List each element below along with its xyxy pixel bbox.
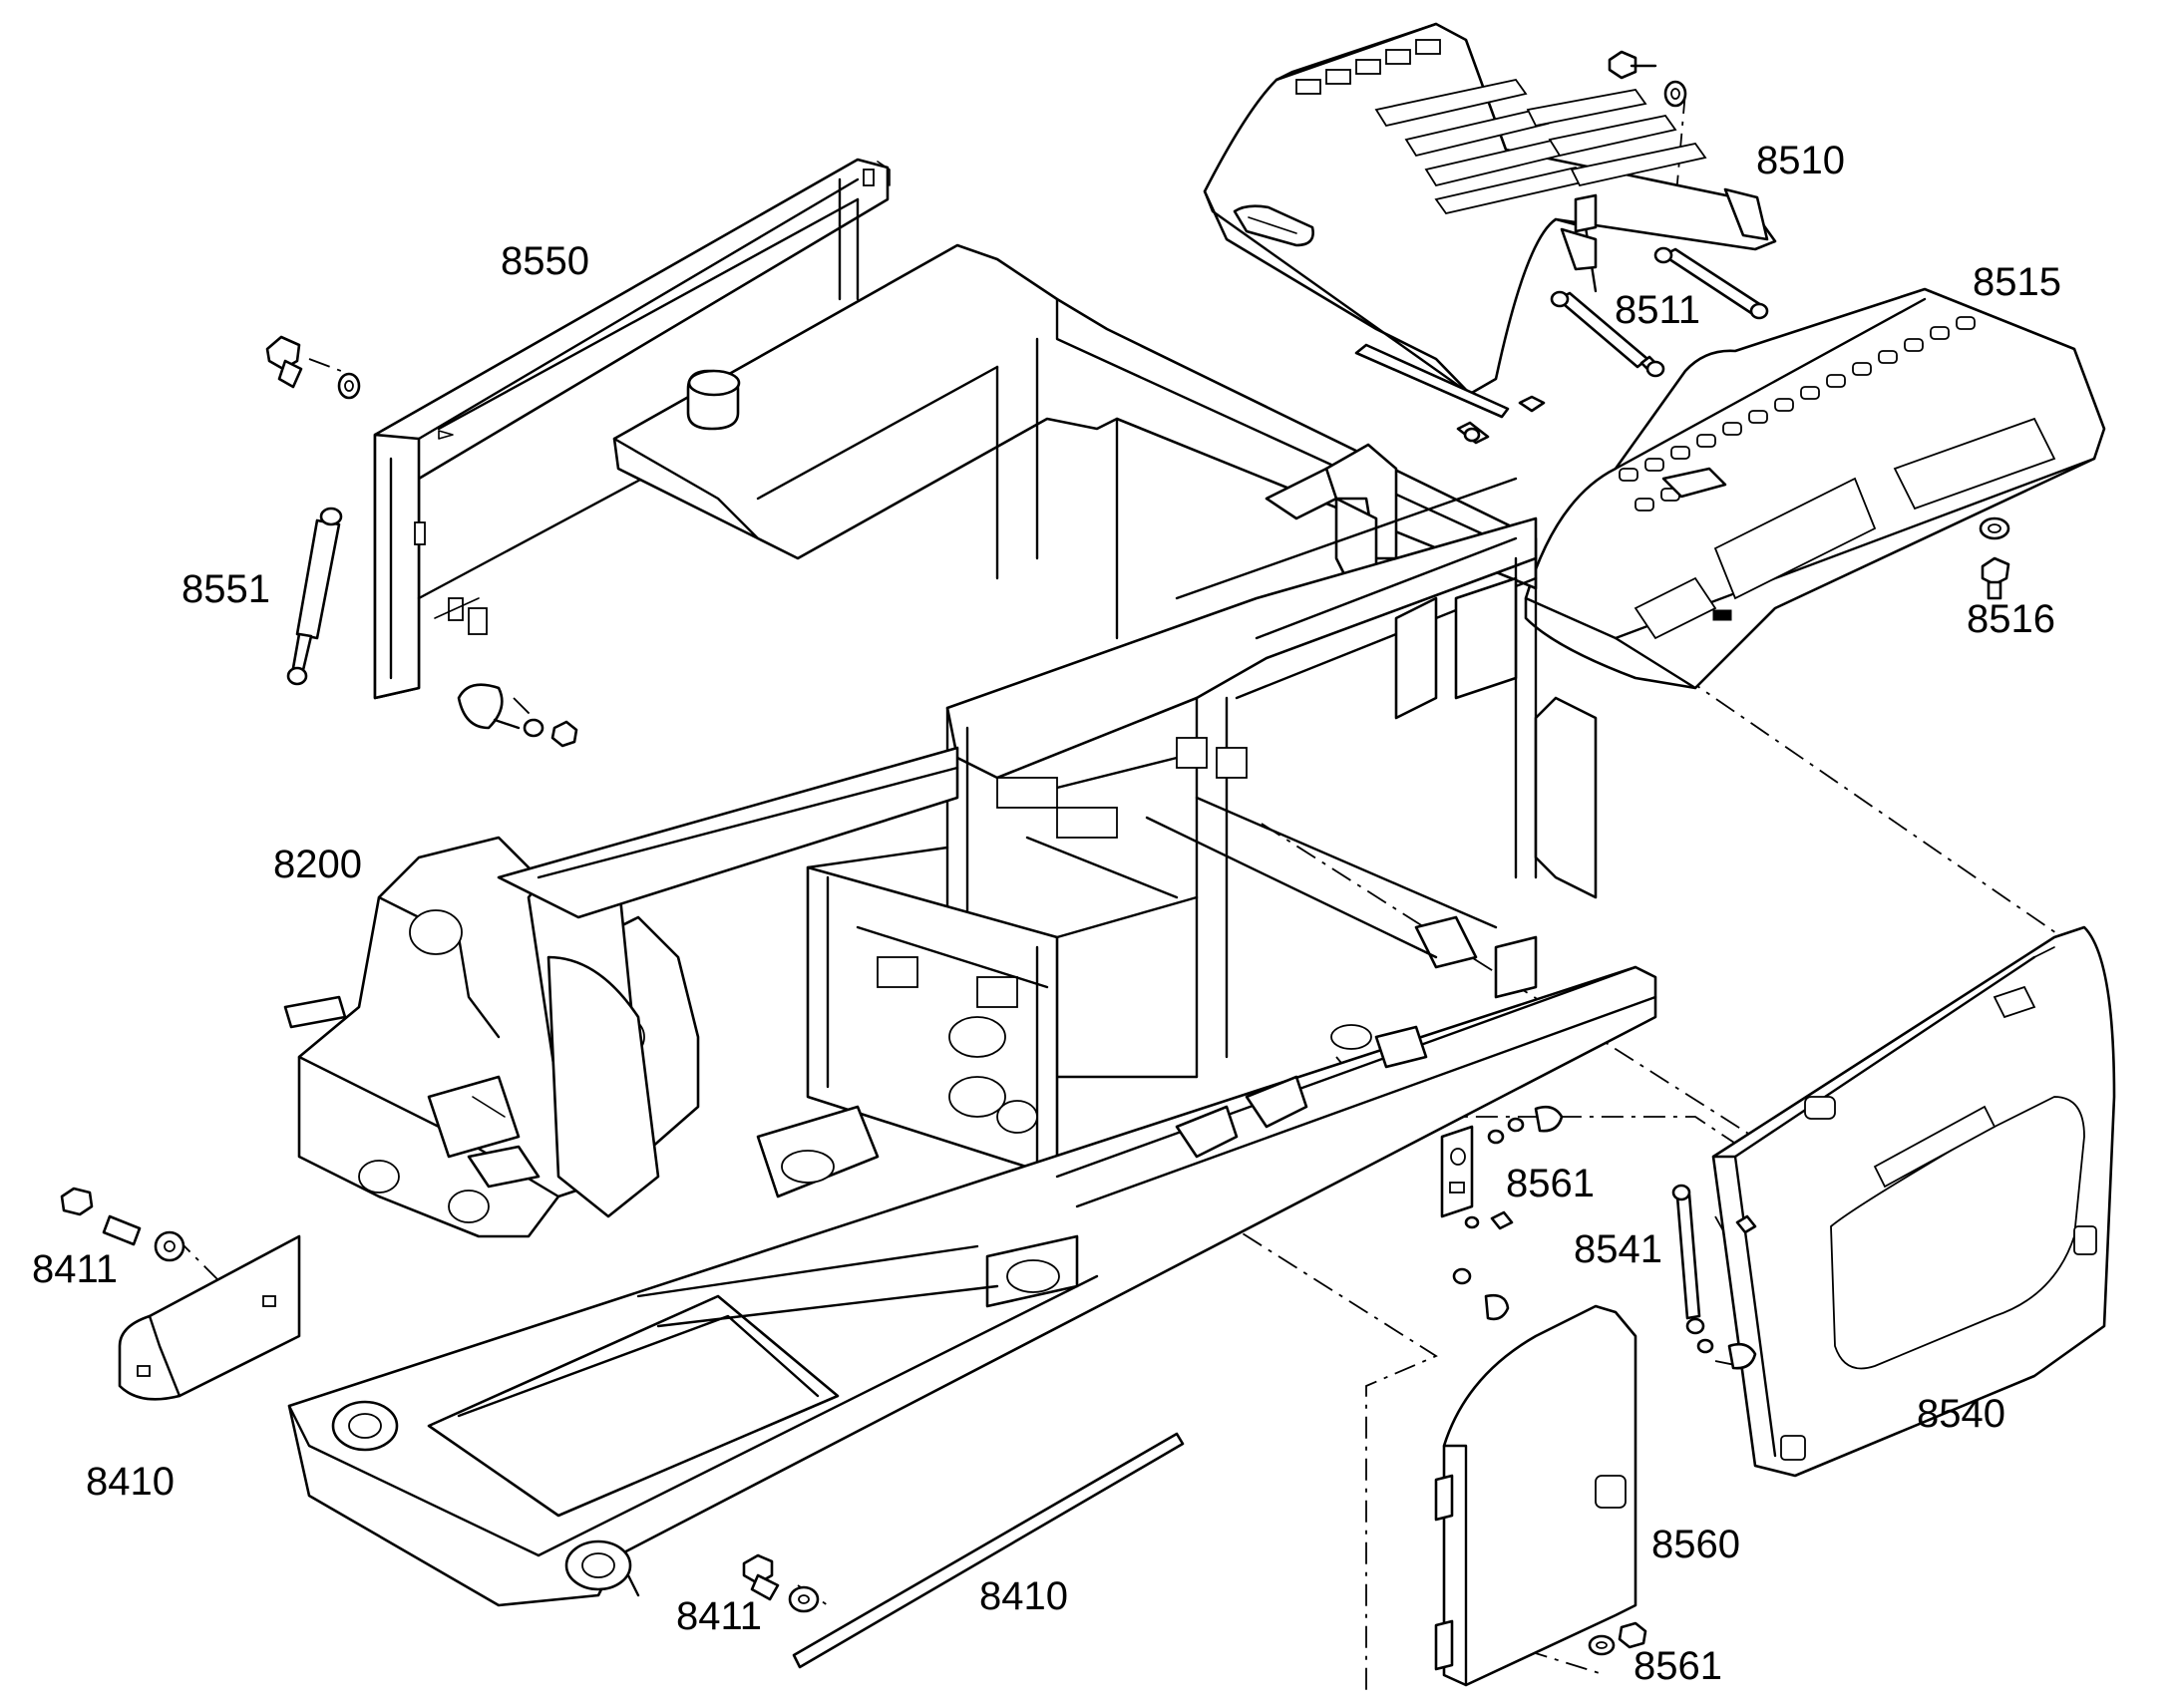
label-8200: 8200	[273, 843, 362, 886]
part-8515-hood	[1524, 287, 2106, 690]
bolt-8516	[1979, 516, 2010, 600]
part-8410-cover-left	[118, 1234, 301, 1401]
vent-holes-8515	[1619, 316, 1976, 512]
part-8560-access-door	[1434, 1304, 1637, 1687]
bolt-8510-top	[1608, 50, 1687, 108]
part-8511-gas-struts	[1354, 246, 1769, 445]
bumper-8560-top	[1452, 1267, 1510, 1321]
label-8411-bottom: 8411	[676, 1594, 762, 1638]
part-8510-top-cover	[1203, 22, 1777, 396]
part-labels: 8550 8551 8510 8511 8515 8516 8200 8561 …	[32, 139, 2061, 1688]
part-8551-gas-strut	[286, 507, 343, 686]
label-8561-lower: 8561	[1634, 1644, 1722, 1688]
label-8411-left: 8411	[32, 1247, 118, 1291]
part-8540-side-door	[1711, 925, 2116, 1478]
label-8540: 8540	[1917, 1392, 2005, 1436]
label-8515: 8515	[1973, 260, 2061, 304]
label-8511: 8511	[1615, 288, 1700, 332]
part-8200-main-frame	[283, 243, 1657, 1607]
part-8411-bolt-left	[60, 1187, 185, 1262]
label-8510: 8510	[1756, 139, 1845, 182]
label-8550: 8550	[501, 239, 589, 283]
label-8551: 8551	[182, 567, 270, 611]
part-8410-strip-bottom	[792, 1432, 1185, 1669]
part-8561-bracket-upper	[1440, 1105, 1564, 1230]
part-8561-bolt-lower	[1588, 1621, 1647, 1656]
rubber-bumper-8550	[457, 683, 578, 748]
label-8541: 8541	[1574, 1227, 1662, 1271]
part-8550-rear-panel	[373, 158, 891, 700]
label-8560: 8560	[1651, 1523, 1740, 1566]
part-8541-gas-strut	[1671, 1184, 1757, 1370]
label-8516: 8516	[1967, 597, 2055, 641]
label-8410-bottom: 8410	[979, 1574, 1068, 1618]
vent-slots-8510	[1295, 39, 1707, 215]
bolt-8550-top	[265, 335, 361, 400]
part-8411-bolt-bottom	[742, 1553, 820, 1613]
label-8410-left: 8410	[86, 1460, 175, 1504]
label-8561-upper: 8561	[1506, 1162, 1595, 1205]
